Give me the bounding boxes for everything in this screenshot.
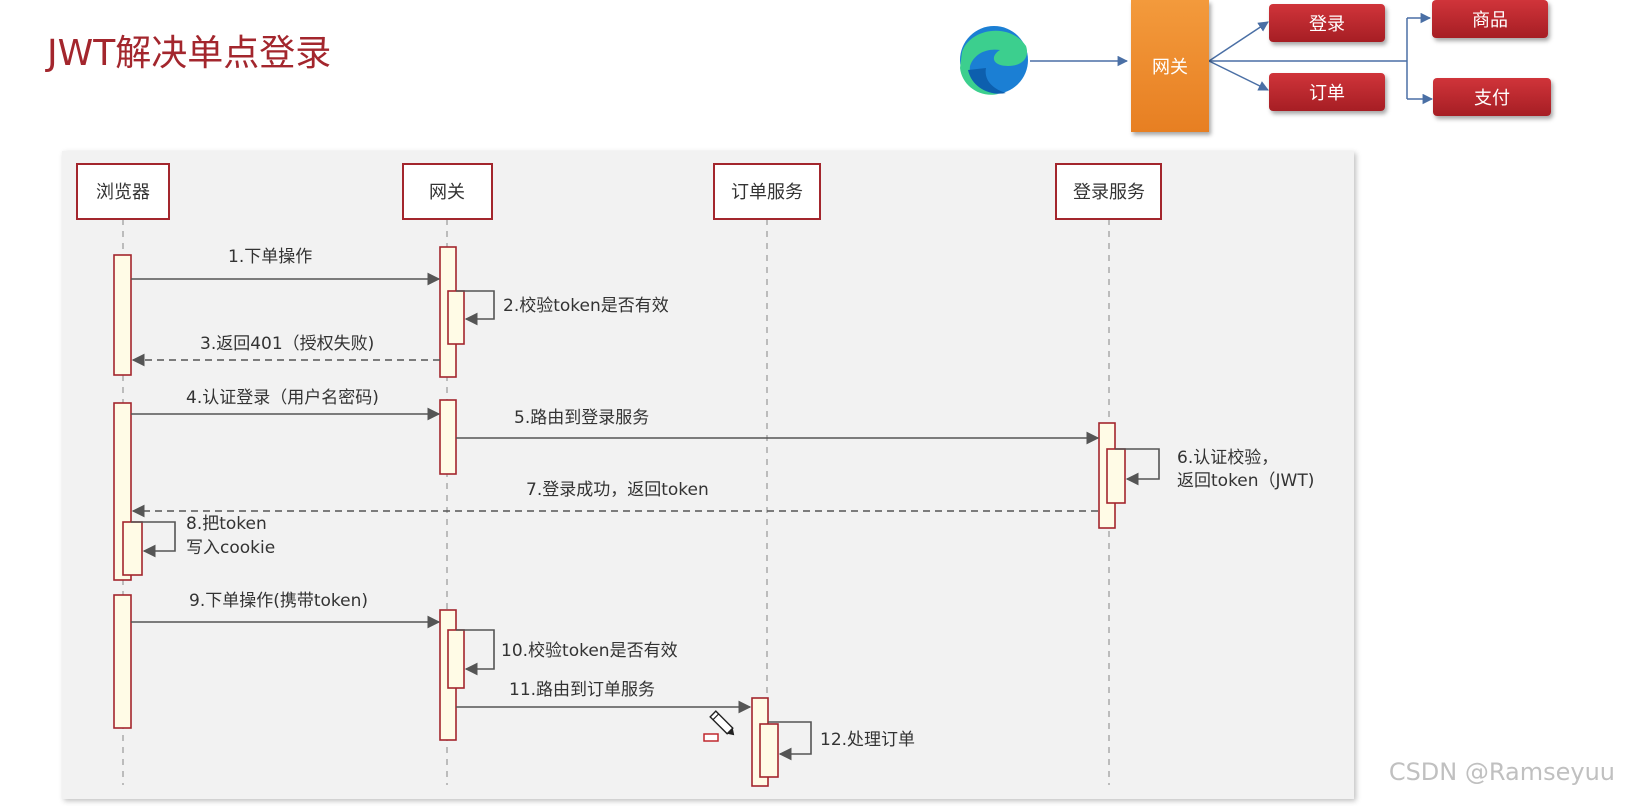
participant-order-service: 订单服务 (731, 182, 803, 203)
activation-gateway-5 (447, 629, 465, 689)
msg-6-line2: 返回token（JWT) (1177, 471, 1314, 491)
msg-4: 4.认证登录（用户名密码) (186, 388, 379, 408)
login-button-label: 登录 (1309, 14, 1345, 35)
activation-gateway-2 (447, 290, 465, 345)
arrow-10 (456, 629, 495, 676)
msg-2: 2.校验token是否有效 (503, 296, 669, 316)
msg-8-line2: 写入cookie (186, 538, 275, 558)
arrow-2 (456, 290, 495, 326)
order-button-label: 订单 (1309, 83, 1345, 104)
participant-order-service-box (713, 163, 821, 220)
gateway-box: 网关 (1131, 0, 1209, 132)
msg-8-line1: 8.把token (186, 514, 267, 534)
login-button: 登录 (1269, 4, 1385, 42)
participant-browser-box (76, 163, 170, 220)
arrow-8 (131, 521, 176, 558)
goods-button: 商品 (1432, 0, 1548, 38)
msg-3: 3.返回401（授权失败) (200, 334, 374, 354)
msg-10: 10.校验token是否有效 (501, 641, 678, 661)
msg-5: 5.路由到登录服务 (514, 408, 649, 428)
pay-button: 支付 (1433, 78, 1551, 116)
msg-12: 12.处理订单 (820, 730, 915, 750)
page-title: JWT解决单点登录 (47, 33, 332, 74)
arrow-6 (1115, 448, 1160, 486)
participant-browser: 浏览器 (96, 182, 150, 203)
msg-7: 7.登录成功，返回token (526, 480, 709, 500)
participant-gateway-box (402, 163, 493, 220)
msg-6-line1: 6.认证校验， (1177, 448, 1278, 468)
arrow-12 (768, 721, 812, 761)
activation-gateway-3 (439, 399, 457, 475)
watermark: CSDN @Ramseyuu (1388, 758, 1615, 786)
msg-1: 1.下单操作 (228, 247, 312, 267)
order-button: 订单 (1269, 73, 1385, 111)
goods-button-label: 商品 (1472, 10, 1508, 31)
participant-login-service-box (1055, 163, 1162, 220)
activation-order-2 (759, 723, 779, 778)
pencil-cursor-icon (703, 710, 735, 742)
edge-browser-icon (960, 26, 1028, 95)
activation-browser-3 (122, 521, 143, 576)
activation-browser-1 (113, 254, 132, 376)
gateway-label: 网关 (1152, 57, 1188, 78)
activation-login-2 (1106, 448, 1126, 504)
msg-9: 9.下单操作(携带token) (189, 591, 368, 611)
sequence-panel (62, 151, 1354, 799)
participant-login-service: 登录服务 (1073, 182, 1145, 203)
activation-browser-4 (113, 594, 132, 729)
participant-gateway: 网关 (429, 182, 465, 203)
architecture-diagram (960, 12, 1434, 105)
msg-11: 11.路由到订单服务 (509, 680, 655, 700)
pay-button-label: 支付 (1474, 88, 1510, 109)
